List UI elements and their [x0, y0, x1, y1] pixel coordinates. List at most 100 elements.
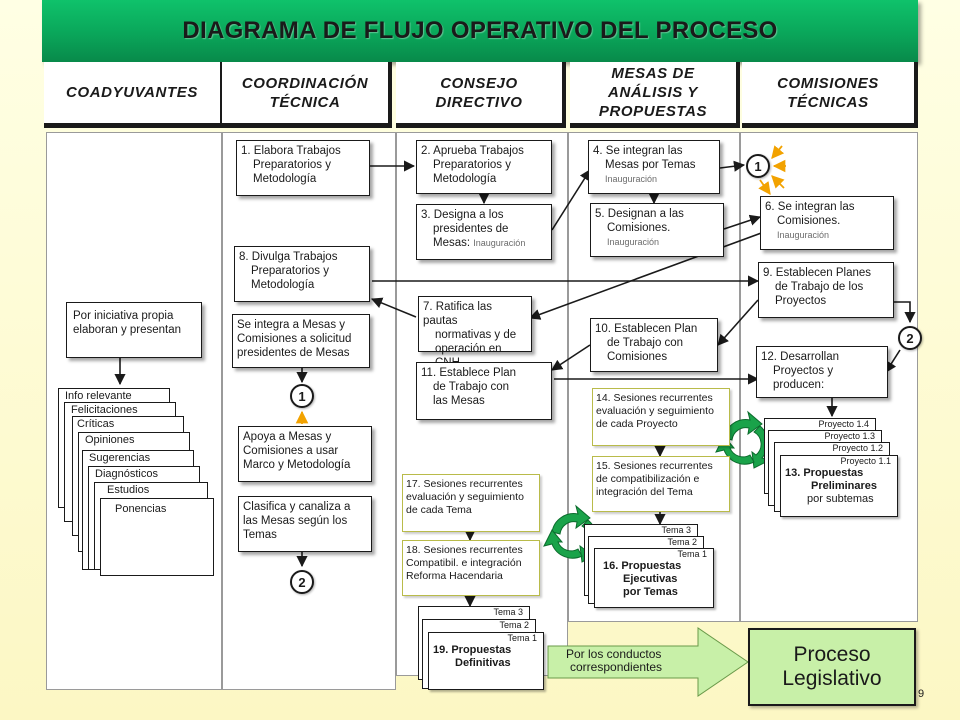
box-step-9: 9. Establecen Planes de Trabajo de los P…: [758, 262, 894, 318]
step-13-line2: Preliminares: [811, 480, 878, 492]
step-17-line3: de cada Tema: [406, 504, 472, 516]
arrow-6-7: [528, 231, 765, 320]
connector-1-comisiones: 1: [746, 154, 770, 178]
step-1-line1: 1. Elabora Trabajos: [241, 145, 341, 157]
arrow-orange-1: [771, 145, 785, 159]
step-12-line1: 12. Desarrollan: [761, 351, 839, 363]
doc-13-tab-4-label: Proyecto 1.4: [818, 419, 869, 429]
step-3-sub: Inauguración: [473, 238, 526, 248]
step-2-line1: 2. Aprueba Trabajos: [421, 145, 524, 157]
connector-1-comisiones-label: 1: [754, 158, 762, 174]
step-9-line2: de Trabajo de los: [775, 281, 864, 293]
step-1-line2: Preparatorios y: [253, 159, 331, 171]
connector-2-comisiones-label: 2: [906, 330, 914, 346]
doc-19-tab-1: Tema 1 19. Propuestas Definitivas: [428, 632, 544, 690]
arrow-orange-3: [771, 175, 785, 189]
doc-label-diagnosticos: Diagnósticos: [95, 468, 158, 480]
box-step-11: 11. Establece Plan de Trabajo con las Me…: [416, 362, 552, 420]
doc-label-criticas: Críticas: [77, 418, 115, 430]
step-3-line1: 3. Designa a los: [421, 209, 504, 221]
arrow-7-8: [370, 297, 417, 318]
lane-coordinacion: [222, 132, 396, 690]
header-comisiones-line1: COMISIONES: [777, 74, 879, 92]
step-12-line2: Proyectos y: [773, 365, 834, 377]
header-mesas-line2: ANÁLISIS Y: [608, 84, 698, 101]
step-19-line2: Definitivas: [455, 657, 511, 669]
integra-line1: Se integra a Mesas y: [237, 319, 346, 331]
box-clasifica: Clasifica y canaliza a las Mesas según l…: [238, 496, 372, 552]
step-3-line3: Mesas:: [433, 237, 471, 249]
doc-13-tab-1: Proyecto 1.1 13. Propuestas Preliminares…: [780, 455, 898, 517]
step-16-line2: Ejecutivas: [623, 573, 678, 585]
step-12-line3: producen:: [773, 379, 825, 391]
header-comisiones-line2: TÉCNICAS: [787, 93, 869, 111]
doc-label-felicitaciones: Felicitaciones: [71, 404, 138, 416]
clasifica-line1: Clasifica y canaliza a: [243, 501, 351, 513]
step-18-line3: Reforma Hacendaria: [406, 570, 503, 582]
step-19-line1: 19. Propuestas: [433, 644, 512, 656]
box-iniciativa: Por iniciativa propia elaboran y present…: [66, 302, 202, 358]
step-15-line1: 15. Sesiones recurrentes: [596, 460, 713, 472]
step-14-line1: 14. Sesiones recurrentes: [596, 392, 713, 404]
page-title: DIAGRAMA DE FLUJO OPERATIVO DEL PROCESO: [182, 17, 778, 44]
step-18-line2: Compatibil. e integración: [406, 557, 522, 569]
integra-line2: Comisiones a solicitud: [237, 333, 352, 345]
box-step-1: 1. Elabora Trabajos Preparatorios y Meto…: [236, 140, 370, 196]
step-14-line3: de cada Proyecto: [596, 418, 678, 430]
box-step-15: 15. Sesiones recurrentes de compatibiliz…: [592, 456, 730, 512]
box-step-17: 17. Sesiones recurrentes evaluación y se…: [402, 474, 540, 532]
step-7-line2: normativas y de: [435, 329, 517, 341]
arrow-c2-12: [885, 349, 901, 373]
step-15-line2: de compatibilización e: [596, 473, 700, 485]
box-step-10: 10. Establecen Plan de Trabajo con Comis…: [590, 318, 718, 372]
doc-label-sugerencias: Sugerencias: [89, 452, 151, 464]
apoya-line2: Comisiones a usar: [243, 445, 339, 457]
step-11-line2: de Trabajo con: [433, 381, 510, 393]
connector-2-comisiones: 2: [898, 326, 922, 350]
doc-13-tab-1-label: Proyecto 1.1: [840, 456, 891, 466]
doc-13-tab-2-label: Proyecto 1.2: [832, 443, 883, 453]
box-step-6: 6. Se integran las Comisiones. Inaugurac…: [760, 196, 894, 250]
doc-19-tab-1-label: Tema 1: [507, 633, 537, 643]
arrow-orange-4: [758, 179, 771, 196]
bottom-arrow-label: Por los conductos correspondientes: [556, 648, 706, 676]
step-18-line1: 18. Sesiones recurrentes: [406, 544, 523, 556]
step-2-line2: Preparatorios y: [433, 159, 511, 171]
step-5-line1: 5. Designan a las: [595, 208, 684, 220]
arrow-5-6: [723, 214, 762, 230]
bottom-arrow-shape: [547, 627, 749, 697]
step-11-line1: 11. Establece Plan: [421, 367, 517, 379]
step-5-line2: Comisiones.: [607, 222, 671, 234]
step-8-line3: Metodología: [251, 279, 315, 291]
apoya-line3: Marco y Metodología: [243, 459, 351, 471]
arrow-9-10: [717, 299, 759, 346]
proceso-line1: Proceso: [793, 643, 871, 666]
step-4-sub: Inauguración: [605, 174, 658, 184]
step-4-line2: Mesas por Temas: [605, 159, 696, 171]
step-6-sub: Inauguración: [777, 230, 830, 240]
step-17-line2: evaluación y seguimiento: [406, 491, 524, 503]
header-mesas-line3: PROPUESTAS: [598, 103, 708, 120]
bottom-arrow-line2: correspondientes: [570, 660, 663, 674]
doc-label-estudios: Estudios: [107, 484, 150, 496]
step-10-line2: de Trabajo con: [607, 337, 684, 349]
doc-16-tab-3-label: Tema 3: [661, 525, 691, 535]
bottom-arrow-line1: Por los conductos: [566, 647, 662, 661]
step-3-line2: presidentes de: [433, 223, 509, 235]
box-integra: Se integra a Mesas y Comisiones a solici…: [232, 314, 370, 368]
step-4-line1: 4. Se integran las: [593, 145, 683, 157]
step-17-line1: 17. Sesiones recurrentes: [406, 478, 523, 490]
header-consejo-line2: DIRECTIVO: [435, 93, 523, 111]
connector-1-label: 1: [298, 388, 306, 404]
box-iniciativa-line2: elaboran y presentan: [73, 324, 182, 336]
doc-19-tab-2-label: Tema 2: [499, 620, 529, 630]
doc-13-tab-3-label: Proyecto 1.3: [824, 431, 875, 441]
box-step-7: 7. Ratifica las pautas normativas y de o…: [418, 296, 532, 369]
step-6-line2: Comisiones.: [777, 215, 841, 227]
step-9-line1: 9. Establecen Planes: [763, 267, 872, 279]
